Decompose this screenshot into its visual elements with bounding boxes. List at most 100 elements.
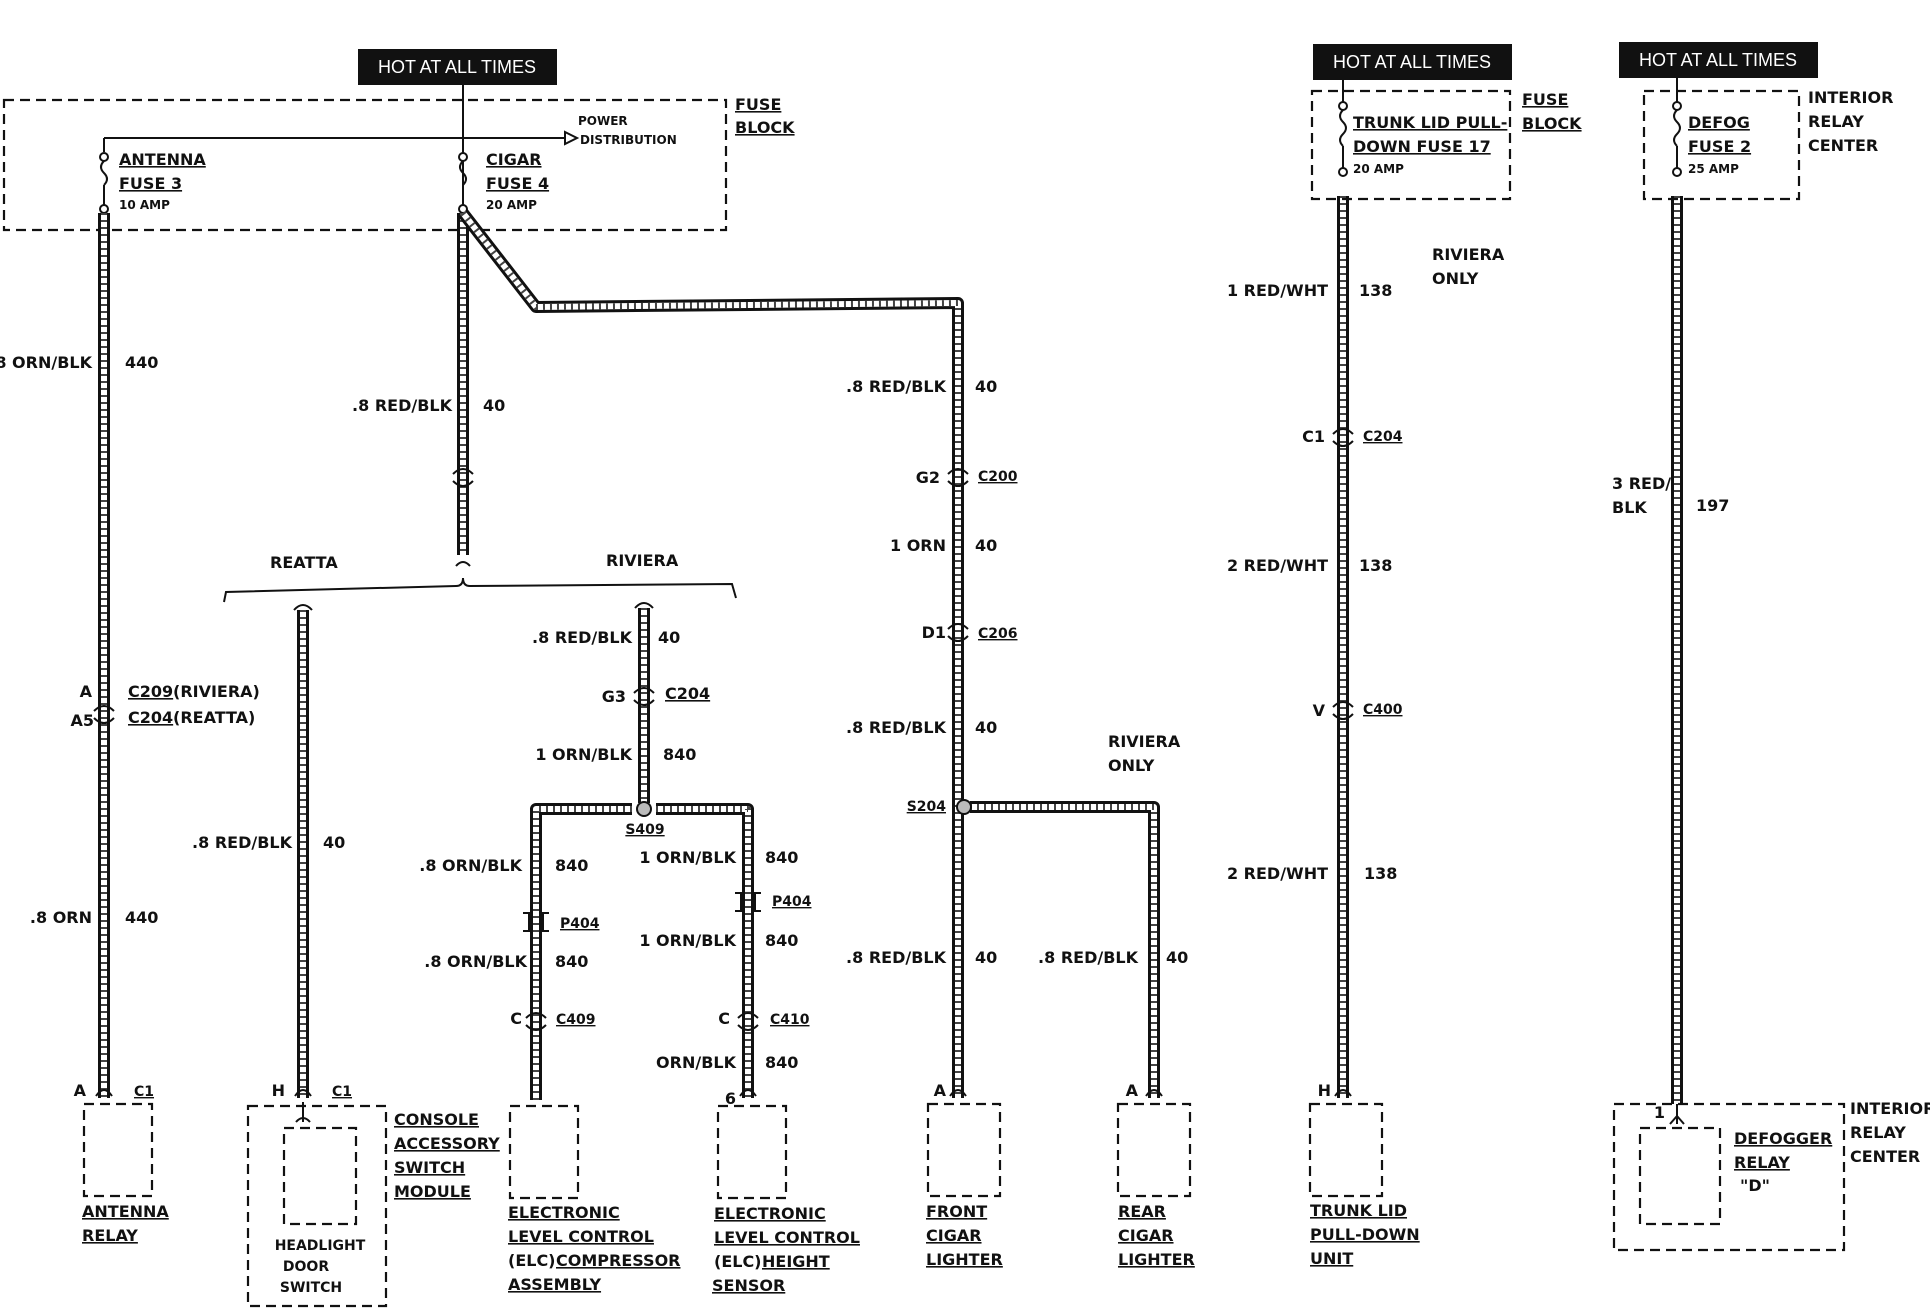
defog-wire-gauge-1: 3 RED/ — [1612, 474, 1671, 493]
interior-relay-center-box — [1612, 1102, 1846, 1252]
connector-v: V — [1313, 701, 1326, 720]
fuse-block: POWER DISTRIBUTION FUSE BLOCK ANTENNA FU… — [2, 85, 795, 232]
reatta-wire-circuit: 40 — [323, 833, 345, 852]
connector-c209: C209 — [128, 682, 173, 701]
elc-right-wire-3-circuit: 840 — [765, 1053, 798, 1072]
connector-c410: C410 — [770, 1012, 810, 1028]
trunk-fuse-name-1: TRUNK LID PULL- — [1353, 113, 1507, 132]
elc-right-wire-2-gauge: 1 ORN/BLK — [639, 931, 736, 950]
elc-right-wire-1-circuit: 840 — [765, 848, 798, 867]
front-wire-1-gauge: .8 RED/BLK — [846, 377, 947, 396]
rear-riviera-only-1: RIVIERA — [1108, 732, 1181, 751]
headlight-switch-box — [282, 1126, 358, 1226]
banner-trunk-text: HOT AT ALL TIMES — [1333, 52, 1491, 72]
riviera-split-icon — [634, 602, 654, 609]
trunk-wire-2-gauge: 2 RED/WHT — [1227, 556, 1328, 575]
console-label-3: SWITCH — [394, 1158, 465, 1177]
defog-fuse-block: DEFOG FUSE 2 25 AMP INTERIOR RELAY CENTE… — [1642, 78, 1893, 201]
cigar-wire-gauge: .8 RED/BLK — [352, 396, 453, 415]
c409-connector-icon — [525, 1012, 547, 1031]
c206-connector-icon — [947, 623, 969, 642]
connector-c206: C206 — [978, 626, 1018, 642]
console-label-2: ACCESSORY — [394, 1134, 500, 1153]
elc-height-terminal-icon — [739, 1089, 757, 1097]
trunk-unit-pin: H — [1318, 1081, 1331, 1100]
model-branch-bracket: REATTA RIVIERA — [223, 551, 737, 611]
front-wire-2-circuit: 40 — [975, 536, 997, 555]
power-arrow-icon — [564, 130, 580, 146]
banner-left: HOT AT ALL TIMES — [358, 49, 557, 85]
rear-lighter-pin: A — [1126, 1081, 1139, 1100]
elc-compressor-wire — [530, 803, 632, 1100]
elc-left-wire-2-circuit: 840 — [555, 952, 588, 971]
cigar-fuse-number: FUSE 4 — [486, 174, 549, 193]
defogger-label-1: DEFOGGER — [1734, 1129, 1832, 1148]
trunk-fuse-block: TRUNK LID PULL- DOWN FUSE 17 20 AMP FUSE… — [1310, 80, 1582, 288]
elc-compressor-label-4: ASSEMBLY — [508, 1275, 601, 1294]
connector-c204-reatta: C204 — [128, 708, 173, 727]
elc-compressor-box — [508, 1104, 580, 1200]
antenna-pin-a5: A5 — [70, 711, 94, 730]
trunk-unit-label-2: PULL-DOWN — [1310, 1225, 1420, 1244]
defogger-relay: 1 DEFOGGER RELAY "D" INTERIOR RELAY CENT… — [1612, 1099, 1930, 1252]
defog-wire-circuit: 197 — [1696, 496, 1729, 515]
connector-c-right: C — [718, 1009, 730, 1028]
elc-height-label-4: SENSOR — [712, 1276, 785, 1295]
rear-wire-gauge: .8 RED/BLK — [1038, 948, 1139, 967]
connector-c1-trunk: C1 — [1302, 427, 1325, 446]
antenna-relay-pin: A — [74, 1081, 87, 1100]
headlight-label-3: SWITCH — [280, 1280, 342, 1296]
connector-c-left: C — [510, 1009, 522, 1028]
connector-c400: C400 — [1363, 702, 1403, 718]
reatta-wire-gauge: .8 RED/BLK — [192, 833, 293, 852]
splice-s204: S204 — [907, 799, 947, 815]
branch-riviera: RIVIERA — [606, 551, 679, 570]
antenna-relay-terminal-icon — [95, 1089, 113, 1097]
c410-connector-icon — [737, 1012, 759, 1031]
banner-defog: HOT AT ALL TIMES — [1619, 42, 1818, 78]
banner-defog-text: HOT AT ALL TIMES — [1639, 50, 1797, 70]
connector-g2: G2 — [916, 468, 940, 487]
power-label-2: DISTRIBUTION — [580, 133, 677, 147]
banner-trunk: HOT AT ALL TIMES — [1313, 44, 1512, 80]
antenna-relay-label-2: RELAY — [82, 1226, 138, 1245]
front-wire-2-gauge: 1 ORN — [890, 536, 946, 555]
headlight-label-1: HEADLIGHT — [275, 1238, 366, 1254]
p404-left-connector-icon — [523, 912, 549, 932]
reatta-split-icon — [293, 604, 313, 611]
connector-c209-note: (RIVIERA) — [173, 682, 260, 701]
antenna-inline-connector-icon — [93, 705, 115, 724]
connector-c204-note: (REATTA) — [173, 708, 255, 727]
defog-fuse-icon — [1672, 78, 1682, 177]
elc-height-label-3b: HEIGHT — [762, 1252, 830, 1271]
elc-height-sensor: 6 ELECTRONIC LEVEL CONTROL (ELC) HEIGHT … — [712, 1089, 860, 1295]
trunk-fuse-icon — [1338, 80, 1348, 177]
relay-center-label-1: INTERIOR — [1850, 1099, 1930, 1118]
wire-labels: .8 ORN/BLK 440 .8 ORN 440 .8 RED/BLK 40 … — [0, 281, 1729, 1072]
c200-connector-icon — [947, 468, 969, 487]
front-wire-1-circuit: 40 — [975, 377, 997, 396]
relay-center-label-2: RELAY — [1850, 1123, 1906, 1142]
front-lighter-label-2: CIGAR — [926, 1226, 982, 1245]
c400-connector-icon — [1332, 701, 1354, 720]
elc-height-label-1: ELECTRONIC — [714, 1204, 826, 1223]
trunk-fuse-block-outline — [1310, 89, 1512, 201]
front-wire-4-circuit: 40 — [975, 948, 997, 967]
cigar-wire-circuit: 40 — [483, 396, 505, 415]
antenna-wire-2-circuit: 440 — [125, 908, 158, 927]
rear-riviera-only-2: ONLY — [1108, 756, 1155, 775]
front-lighter-label-1: FRONT — [926, 1202, 987, 1221]
cigar-fuse-name: CIGAR — [486, 150, 542, 169]
relay-center-label-3: CENTER — [1850, 1147, 1920, 1166]
trunk-unit-label-3: UNIT — [1310, 1249, 1353, 1268]
connectors: A A5 C209 (RIVIERA) C204 (REATTA) G3 C20… — [70, 427, 1403, 1031]
connector-c204-riviera: C204 — [665, 684, 710, 703]
defogger-relay-box — [1638, 1126, 1722, 1226]
console-terminal-icon — [294, 1089, 312, 1097]
defog-pin: 1 — [1654, 1103, 1665, 1122]
wires — [98, 196, 1683, 1104]
trunk-riviera-only-2: ONLY — [1432, 269, 1479, 288]
elc-right-wire-2-circuit: 840 — [765, 931, 798, 950]
front-wire-3-circuit: 40 — [975, 718, 997, 737]
